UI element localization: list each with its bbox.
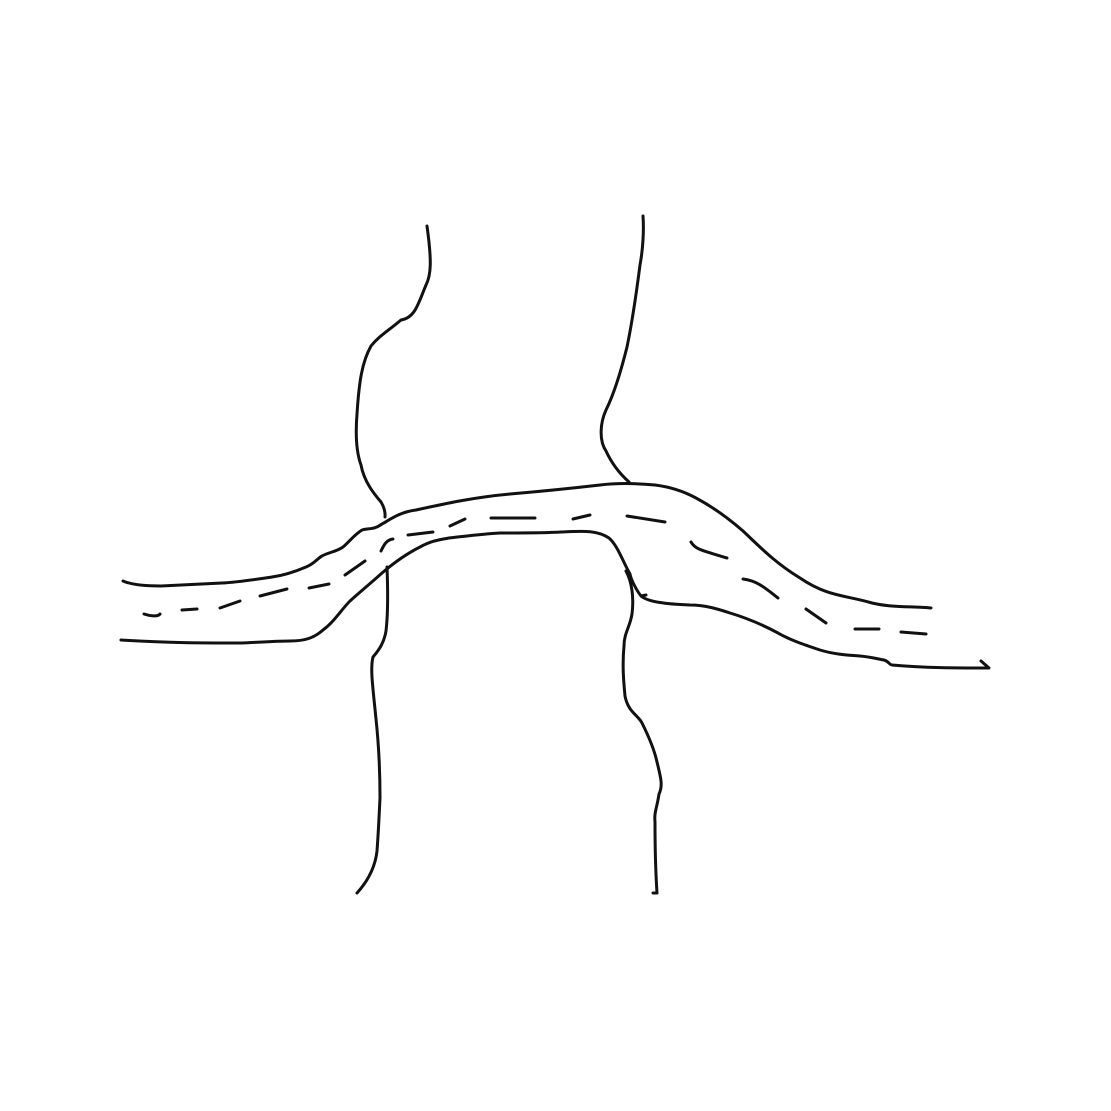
lane-dashes-center (379, 513, 667, 553)
road-edge-curl (639, 593, 648, 598)
lane-dashes-left (142, 559, 367, 618)
lane-dashes-right (689, 540, 928, 636)
road-bottom-edge (119, 529, 991, 670)
road-top-edge (121, 482, 933, 610)
river-left-bank-upper (354, 224, 432, 519)
river-right-bank-upper (599, 214, 645, 484)
river-right-bank-lower (621, 569, 663, 895)
river-left-bank-lower (355, 565, 390, 895)
